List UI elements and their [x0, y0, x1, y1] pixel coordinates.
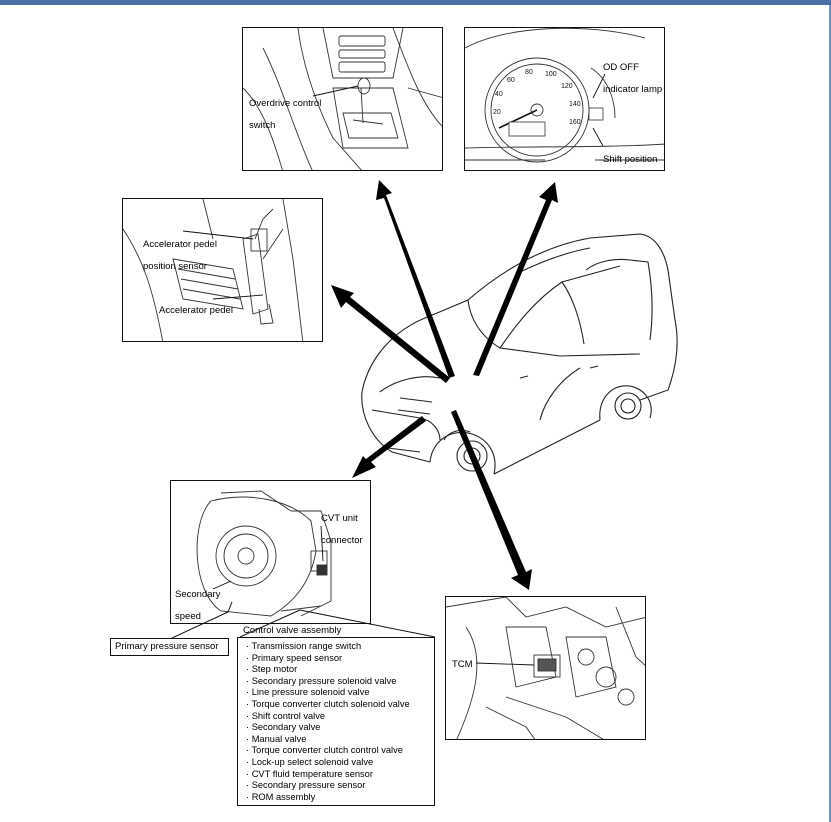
gauge-tick-60: 60 — [507, 77, 515, 84]
gauge-tick-140: 140 — [569, 101, 581, 108]
list-item: Manual valve — [246, 734, 434, 746]
accelerator-pedal-panel: Accelerator pedel position sensor Accele… — [122, 198, 323, 342]
overdrive-switch-label: Overdrive control switch — [249, 98, 322, 131]
arrow-to-accelerator-pedal — [331, 285, 450, 383]
gauge-tick-100: 100 — [545, 71, 557, 78]
arrow-to-overdrive-switch — [376, 180, 455, 378]
accelerator-pedal-label: Accelerator pedel — [159, 305, 233, 316]
gauge-tick-160: 160 — [569, 119, 581, 126]
accelerator-pedal-position-sensor-label: Accelerator pedel position sensor — [143, 239, 217, 272]
arrow-to-combination-meter — [473, 182, 558, 376]
arrow-to-cvt-assembly — [352, 416, 426, 478]
list-item: Lock-up select solenoid valve — [246, 757, 434, 769]
speedometer-illustration: 20 40 60 80 100 120 140 160 — [465, 28, 664, 163]
tcm-engine-bay-illustration — [446, 597, 645, 739]
vehicle-illustration — [361, 233, 678, 475]
list-item: Shift control valve — [246, 711, 434, 723]
list-item: CVT fluid temperature sensor — [246, 769, 434, 781]
list-item: Secondary pressure solenoid valve — [246, 676, 434, 688]
gauge-tick-120: 120 — [561, 83, 573, 90]
gauge-tick-80: 80 — [525, 69, 533, 76]
gauge-tick-40: 40 — [495, 91, 503, 98]
list-item: Line pressure solenoid valve — [246, 687, 434, 699]
combination-meter-panel: 20 40 60 80 100 120 140 160 OD OFF indic… — [464, 27, 665, 171]
list-item: Torque converter clutch solenoid valve — [246, 699, 434, 711]
tcm-panel: TCM — [445, 596, 646, 740]
accelerator-pedal-illustration — [123, 199, 304, 341]
gauge-tick-20: 20 — [493, 109, 501, 116]
list-item: Secondary valve — [246, 722, 434, 734]
list-item: ROM assembly — [246, 792, 434, 804]
cvt-unit-connector-label: CVT unit connector — [321, 513, 363, 546]
secondary-speed-sensor-label: Secondary speed sensor — [175, 589, 221, 622]
control-valve-assembly-title: Control valve assembly — [243, 625, 342, 636]
tcm-label: TCM — [452, 659, 473, 670]
overdrive-switch-panel: Overdrive control switch — [242, 27, 443, 171]
cvt-assembly-panel: CVT unit connector Secondary speed senso… — [170, 480, 371, 624]
list-item: Step motor — [246, 664, 434, 676]
cvt-unit-illustration — [196, 490, 332, 617]
control-valve-assembly-list: Transmission range switch Primary speed … — [237, 637, 435, 806]
arrows — [331, 180, 558, 590]
list-item: Primary speed sensor — [246, 653, 434, 665]
arrow-to-tcm — [451, 410, 532, 590]
console-illustration — [243, 28, 442, 170]
window-right-border — [829, 5, 831, 822]
window-top-bar — [0, 0, 831, 5]
list-item: Transmission range switch — [246, 641, 434, 653]
list-item: Torque converter clutch control valve — [246, 745, 434, 757]
list-item: Secondary pressure sensor — [246, 780, 434, 792]
od-off-lamp-label: OD OFF indicator lamp — [603, 62, 663, 95]
shift-position-indicator-label: Shift position indicator — [603, 154, 658, 165]
primary-pressure-sensor-box: Primary pressure sensor — [110, 638, 229, 656]
